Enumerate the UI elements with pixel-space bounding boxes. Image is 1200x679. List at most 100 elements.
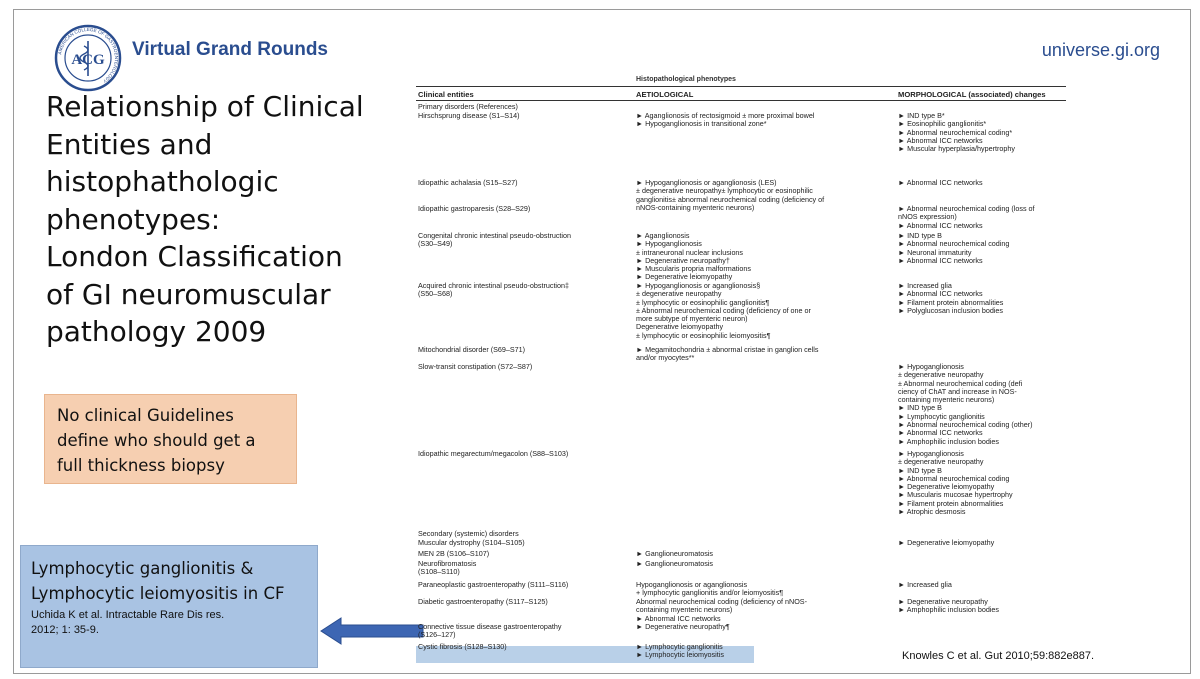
cell-line: ► Hypoganglionosis — [898, 449, 964, 458]
column-header-aetiological: AETIOLOGICAL — [636, 90, 694, 99]
left-arrow-icon — [320, 617, 424, 645]
clinical-entity-cell: Idiopathic megarectum/megacolon (S88–S10… — [418, 449, 633, 458]
cell-line: ► Abnormal neurochemical coding (loss of — [898, 204, 1035, 213]
cell-line: ► IND type B — [898, 403, 942, 413]
cell-line: Muscular dystrophy (S104–S105) — [418, 538, 525, 547]
cell-line: Cystic fibrosis (S128–S130) — [418, 642, 507, 651]
clinical-entity-cell: Paraneoplastic gastroenteropathy (S111–S… — [418, 580, 633, 589]
cell-line: ► Muscularis propria malformations — [636, 264, 751, 274]
cell-line: MEN 2B (S106–S107) — [418, 549, 490, 558]
aetiological-cell: ► Degenerative neuropathy¶ — [636, 622, 896, 631]
cell-line: containing myenteric neurons) — [898, 395, 995, 405]
cell-line: and/or myocytes** — [636, 353, 695, 363]
slide-title-line: Entities and — [46, 127, 213, 161]
slide-title-line: histophathologic — [46, 165, 279, 198]
cell-line: more subtype of myenteric neuron) — [636, 314, 748, 324]
morphological-cell: ► Hypoganglionosis ± degenerative neurop… — [898, 362, 1066, 446]
cf-callout-reference: Uchida K et al. Intractable Rare Dis res… — [31, 608, 307, 638]
cell-line: ► Lymphocytic leiomyositis — [636, 650, 724, 660]
cell-line: ± lymphocytic or eosinophilic leiomyosit… — [636, 330, 771, 340]
slide-title-line: pathology 2009 — [46, 315, 267, 348]
cell-line: ► Degenerative neuropathy — [898, 597, 988, 606]
header-title: Virtual Grand Rounds — [132, 39, 329, 60]
cell-line: ► Abnormal ICC networks — [898, 289, 983, 299]
cell-line: ► Ganglioneuromatosis — [636, 549, 714, 558]
site-url[interactable]: universe.gi.org — [1041, 40, 1160, 60]
cell-line: ► Ganglioneuromatosis — [636, 559, 714, 568]
cell-line: ganglionitis± abnormal neurochemical cod… — [636, 194, 825, 204]
cell-line: ► Hypoganglionosis — [636, 239, 702, 249]
cell-line: ± Abnormal neurochemical coding (deficie… — [636, 305, 811, 315]
cell-line: containing myenteric neurons) — [636, 605, 733, 615]
citation: Knowles C et al. Gut 2010;59:882e887. — [902, 650, 1095, 662]
cell-line: ► Abnormal neurochemical coding (other) — [898, 420, 1033, 430]
cell-line: (S50–S68) — [418, 289, 453, 299]
cystic-fibrosis-highlight — [416, 646, 754, 663]
note-line: No clinical Guidelines — [57, 406, 234, 425]
slide-title-line: London Classification — [46, 240, 343, 273]
cf-callout-box: Lymphocytic ganglionitis & Lymphocytic l… — [20, 545, 318, 668]
logo-text: ACG — [71, 52, 105, 68]
cf-title-line: Lymphocytic leiomyositis in CF — [31, 584, 285, 603]
cell-line: Degenerative leiomyopathy — [636, 322, 724, 332]
cell-line: ► Degenerative leiomyopathy — [898, 538, 995, 547]
cell-line: ► Abnormal neurochemical coding — [898, 473, 1010, 483]
cell-line: ► Abnormal ICC networks — [898, 428, 983, 438]
cell-line: ► Abnormal ICC networks — [898, 255, 983, 265]
slide-title-line: Relationship of Clinical — [46, 90, 364, 123]
cell-line: Idiopathic megarectum/megacolon (S88–S10… — [418, 449, 569, 458]
cell-line: ► IND type B* — [898, 111, 945, 120]
cell-line: Congenital chronic intestinal pseudo-obs… — [418, 231, 572, 240]
clinical-entity-cell: MEN 2B (S106–S107) — [418, 549, 633, 558]
cell-line: ► Degenerative neuropathy† — [636, 255, 730, 265]
morphological-cell: ► Degenerative leiomyopathy — [898, 538, 1066, 547]
guidelines-note-box: No clinical Guidelines define who should… — [44, 394, 297, 484]
cell-line: + lymphocytic ganglionitis and/or leiomy… — [636, 588, 784, 598]
cell-line: ► Lymphocytic ganglionitis — [636, 642, 723, 651]
slide-title-line: phenotypes: — [46, 202, 221, 236]
cell-line: Paraneoplastic gastroenteropathy (S111–S… — [418, 580, 569, 589]
cell-line: ► Lymphocytic ganglionitis — [898, 411, 985, 421]
cell-line: ► Degenerative leiomyopathy — [898, 482, 995, 492]
aetiological-cell: Hypoganglionosis or aganglionosis + lymp… — [636, 580, 896, 598]
cell-line: ► Abnormal ICC networks — [898, 178, 983, 187]
table-rule-top — [416, 86, 1066, 87]
cell-line: ► Increased glia — [898, 580, 952, 589]
aetiological-cell: Abnormal neurochemical coding (deficienc… — [636, 597, 896, 623]
cell-line: Idiopathic gastroparesis (S28–S29) — [418, 204, 531, 213]
morphological-cell: ► Hypoganglionosis ± degenerative neurop… — [898, 449, 1066, 516]
cell-line: Secondary (systemic) disorders — [418, 529, 519, 538]
cell-line: Connective tissue disease gastroenteropa… — [418, 622, 562, 631]
cell-line: ► Amphophilic inclusion bodies — [898, 436, 1000, 446]
cell-line: ► Aganglionosis — [636, 231, 690, 240]
cf-ref-line: Uchida K et al. Intractable Rare Dis res… — [31, 609, 225, 621]
cell-line: ► Filament protein abnormalities — [898, 297, 1004, 307]
clinical-entity-cell: Secondary (systemic) disorders — [418, 529, 633, 538]
cell-line: (S126–127) — [418, 630, 456, 640]
acg-logo: AMERICAN COLLEGE OF GASTROENTEROLOGY ACG — [54, 24, 122, 97]
cell-line: ► Aganglionosis of rectosigmoid ± more p… — [636, 111, 815, 120]
cell-line: ► Hypoganglionosis or aganglionosis (LES… — [636, 178, 777, 187]
cell-line: ► Muscular hyperplasia/hypertrophy — [898, 144, 1015, 154]
clinical-entity-cell: Primary disorders (References) — [418, 102, 633, 111]
morphological-cell: ► IND type B► Abnormal neurochemical cod… — [898, 231, 1066, 265]
cell-line: Abnormal neurochemical coding (deficienc… — [636, 597, 807, 606]
cell-line: ► Eosinophilic ganglionitis* — [898, 119, 987, 129]
aetiological-cell: ► Ganglioneuromatosis — [636, 549, 896, 558]
clinical-entity-cell: Congenital chronic intestinal pseudo-obs… — [418, 231, 633, 249]
morphological-cell: ► IND type B*► Eosinophilic ganglionitis… — [898, 111, 1066, 154]
cell-line: ► Filament protein abnormalities — [898, 498, 1004, 508]
cell-line: ► Abnormal ICC networks — [636, 613, 721, 623]
clinical-entity-cell: Cystic fibrosis (S128–S130) — [418, 642, 633, 651]
morphological-cell: ► Abnormal ICC networks — [898, 178, 1066, 187]
note-line: define who should get a — [57, 431, 256, 450]
cell-line: ± degenerative neuropathy — [898, 370, 984, 380]
cell-line: ► Abnormal neurochemical coding* — [898, 127, 1013, 137]
cell-line: nNOS-containing myenteric neurons) — [636, 202, 755, 212]
london-classification-table: Histopathological phenotypes Clinical en… — [416, 76, 1066, 666]
cell-line: ► Hypoganglionosis — [898, 362, 964, 371]
cell-line: nNOS expression) — [898, 212, 957, 222]
acg-logo-icon: AMERICAN COLLEGE OF GASTROENTEROLOGY ACG — [54, 24, 122, 92]
clinical-entity-cell: Slow-transit constipation (S72–S87) — [418, 362, 633, 371]
cf-callout-title: Lymphocytic ganglionitis & Lymphocytic l… — [31, 556, 307, 606]
